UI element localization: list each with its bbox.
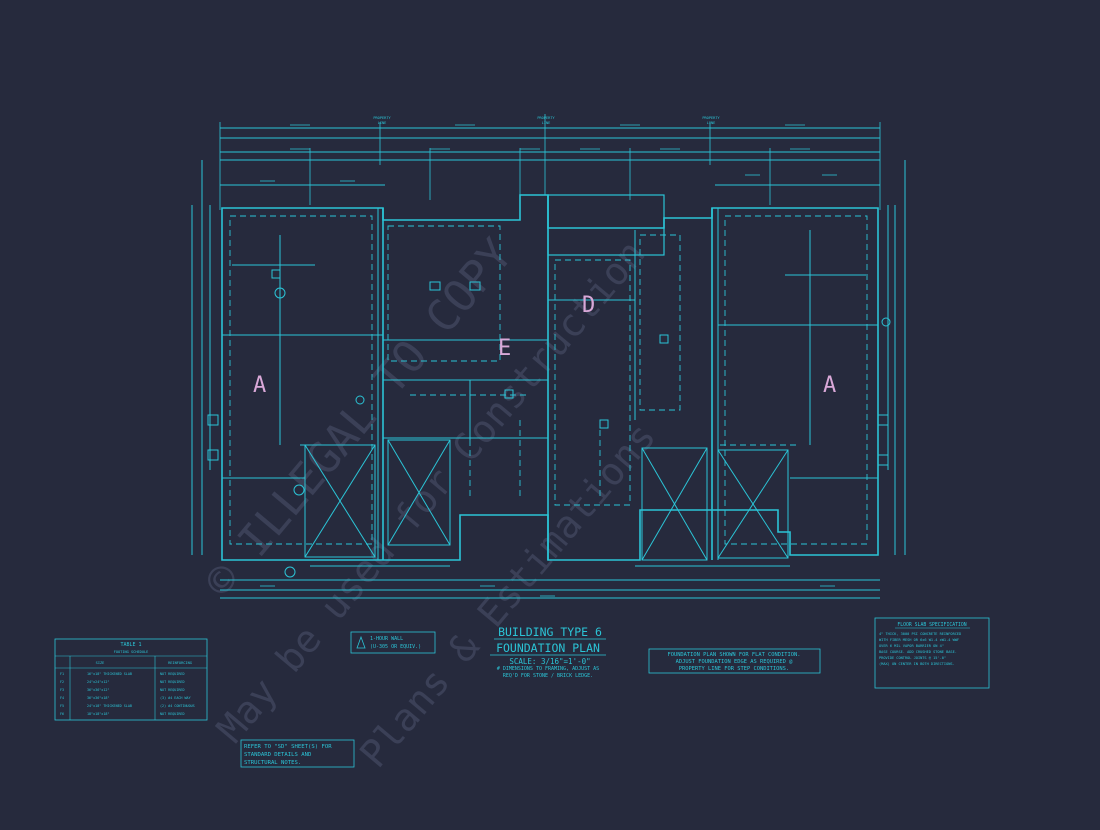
unit-labels: A E D A bbox=[253, 293, 836, 398]
slab-spec-line-4: BASE COURSE. ADD CRUSHED STONE BASE. bbox=[879, 650, 957, 654]
property-line-label-2: PROPERTY bbox=[537, 116, 555, 120]
property-line-label-3: PROPERTY bbox=[702, 116, 720, 120]
table-row-3-size: 36"x36"x12" bbox=[87, 688, 109, 692]
table-row-1-reinf: NOT REQUIRED bbox=[160, 672, 185, 676]
wall-legend: 1-HOUR WALL (U-305 OR EQUIV.) bbox=[350, 631, 436, 654]
table-row-5-mark: F5 bbox=[60, 704, 64, 708]
foundation-note: FOUNDATION PLAN SHOWN FOR FLAT CONDITION… bbox=[648, 648, 821, 674]
refer-note-line-3: STRUCTURAL NOTES. bbox=[244, 760, 301, 766]
drawing-title: BUILDING TYPE 6 FOUNDATION PLAN SCALE: 3… bbox=[490, 625, 606, 679]
table-subtitle: FOOTING SCHEDULE bbox=[114, 650, 149, 654]
table-row-6-size: 18"x18"x18" bbox=[87, 712, 109, 716]
table-row-2-size: 24"x24"x12" bbox=[87, 680, 109, 684]
property-line-label-1b: LINE bbox=[378, 121, 387, 125]
table-col-reinf: REINFORCING bbox=[168, 661, 192, 665]
table-title: TABLE 1 bbox=[120, 642, 141, 648]
table-row-1-mark: F1 bbox=[60, 672, 64, 676]
slab-spec: FLOOR SLAB SPECIFICATION 4" THICK, 3000 … bbox=[874, 617, 990, 689]
foundation-note-line-3: PROPERTY LINE FOR STEP CONDITIONS. bbox=[679, 666, 789, 672]
watermark-line-3: Plans & Estimations bbox=[351, 415, 664, 776]
table-row-5-size: 24"x18" THICKENED SLAB bbox=[87, 704, 132, 708]
unit-label-e: E bbox=[498, 336, 511, 361]
table-row-4-mark: F4 bbox=[60, 696, 64, 700]
title-scale: SCALE: 3/16"=1'-0" bbox=[509, 657, 590, 666]
dimension-marks bbox=[260, 124, 837, 597]
refer-note-line-2: STANDARD DETAILS AND bbox=[244, 752, 312, 758]
table-row-2-mark: F2 bbox=[60, 680, 64, 684]
foundation-note-line-2: ADJUST FOUNDATION EDGE AS REQUIRED @ bbox=[676, 659, 794, 665]
table-row-3-mark: F3 bbox=[60, 688, 64, 692]
property-line-label-3b: LINE bbox=[707, 121, 716, 125]
table-row-5-reinf: (2) #4 CONTINUOUS bbox=[160, 704, 195, 708]
table-row-4-reinf: (3) #4 EACH WAY bbox=[160, 696, 191, 700]
property-line-label-1: PROPERTY bbox=[373, 116, 391, 120]
slab-spec-line-1: 4" THICK, 3000 PSI CONCRETE REINFORCED bbox=[879, 632, 961, 636]
table-row-3-reinf: NOT REQUIRED bbox=[160, 688, 185, 692]
table-row-1-size: 16"x18" THICKENED SLAB bbox=[87, 672, 132, 676]
wall-legend-line-2: (U-305 OR EQUIV.) bbox=[370, 644, 421, 650]
table-row-6-reinf: NOT REQUIRED bbox=[160, 712, 185, 716]
property-line-labels: PROPERTY LINE PROPERTY LINE PROPERTY LIN… bbox=[373, 116, 720, 125]
foundation-note-line-1: FOUNDATION PLAN SHOWN FOR FLAT CONDITION… bbox=[667, 652, 800, 658]
slab-spec-line-6: (MAX) ON CENTER IN BOTH DIRECTIONS. bbox=[879, 662, 955, 666]
title-line-2: FOUNDATION PLAN bbox=[496, 641, 600, 655]
table-rows: F1 16"x18" THICKENED SLAB NOT REQUIRED F… bbox=[60, 672, 195, 716]
refer-note: REFER TO "SD" SHEET(S) FOR STANDARD DETA… bbox=[240, 739, 355, 768]
slab-spec-title: FLOOR SLAB SPECIFICATION bbox=[897, 622, 966, 628]
property-line-label-2b: LINE bbox=[542, 121, 551, 125]
unit-label-d: D bbox=[582, 293, 595, 318]
wall-legend-line-1: 1-HOUR WALL bbox=[370, 636, 403, 642]
slab-spec-line-2: WITH FIBER MESH OR 6x6 W1.4 xW1.4 WWF bbox=[879, 638, 959, 642]
footing-schedule-table: TABLE 1 FOOTING SCHEDULE SIZE REINFORCIN… bbox=[54, 638, 208, 721]
unit-label-a-left: A bbox=[253, 373, 266, 398]
table-row-6-mark: F6 bbox=[60, 712, 64, 716]
title-line-1: BUILDING TYPE 6 bbox=[498, 625, 602, 639]
table-row-4-size: 36"x36"x18" bbox=[87, 696, 109, 700]
plan-linework bbox=[191, 114, 906, 599]
slab-spec-line-3: OVER 6 MIL VAPOR BARRIER ON 4" bbox=[879, 644, 944, 648]
table-row-2-reinf: NOT REQUIRED bbox=[160, 680, 185, 684]
table-col-size: SIZE bbox=[96, 661, 105, 665]
slab-spec-line-5: PROVIDE CONTROL JOINTS @ 15'-0" bbox=[879, 656, 946, 660]
title-note-1: # DIMENSIONS TO FRAMING, ADJUST AS bbox=[497, 666, 599, 672]
title-note-2: REQ'D FOR STONE / BRICK LEDGE. bbox=[503, 673, 593, 679]
unit-label-a-right: A bbox=[823, 373, 836, 398]
refer-note-line-1: REFER TO "SD" SHEET(S) FOR bbox=[244, 744, 332, 750]
